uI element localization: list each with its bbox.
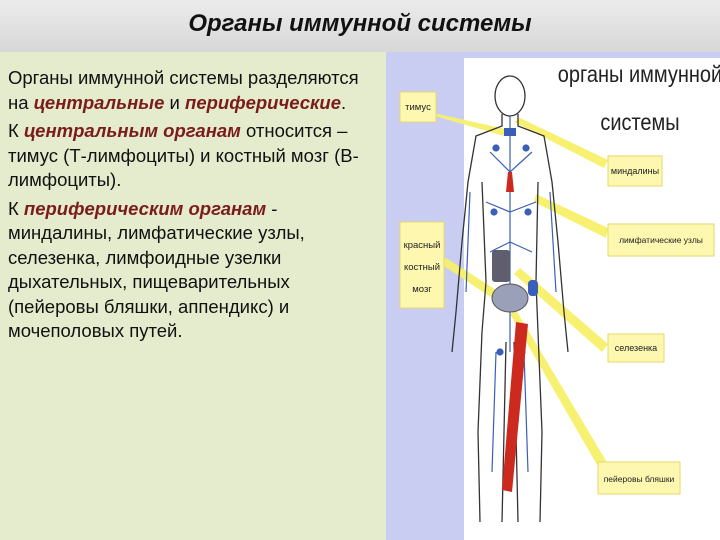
text-run: относится – тимус (Т-лимфоциты) и костны… [8, 120, 359, 190]
text-run: Органы иммунной системы разделяются на [8, 67, 359, 113]
figure-heading-line2: системы [600, 109, 679, 136]
text-run: К [8, 197, 24, 219]
label-bone-marrow-2: костный [404, 262, 440, 273]
label-box-tonsils [607, 155, 663, 187]
lymph-vessels [465, 116, 557, 473]
label-thymus: тимус [405, 102, 431, 113]
label-box-peyer-patches [597, 461, 681, 495]
pointer-lymph-nodes [534, 194, 608, 238]
body-text: Органы иммунной системы разделяются на ц… [8, 66, 380, 348]
paragraph-peripheral-organs: К периферическим органам - миндалины, ли… [8, 197, 380, 344]
lymph-node [496, 348, 504, 356]
text-panel: Органы иммунной системы разделяются на ц… [0, 52, 386, 540]
femur-bone [502, 322, 528, 492]
pointer-peyer-patches [510, 310, 608, 470]
arms-outline [451, 114, 569, 353]
thymus-organ [504, 128, 516, 136]
lymph-node [492, 144, 500, 152]
label-box-spleen [607, 333, 665, 363]
label-box-bone-marrow [399, 221, 445, 309]
slide-title: Органы иммунной системы [188, 10, 532, 37]
label-bone-marrow-3: мозг [412, 284, 432, 295]
spleen-organ [528, 280, 538, 296]
text-run: . [341, 91, 347, 113]
lymph-node [522, 144, 530, 152]
lymph-node [490, 208, 498, 216]
immune-organs-illustration: органы иммунной системы [399, 58, 720, 540]
paragraph-central-organs: К центральным органам относится – тимус … [8, 119, 380, 193]
highlight-peripheral-organs: периферическим органам [23, 197, 267, 219]
label-peyer-patches: пейеровы бляшки [604, 474, 675, 484]
legs-torso-outline [477, 181, 543, 523]
highlight-central: центральные [33, 91, 165, 113]
highlight-central-organs: центральным органам [23, 120, 241, 141]
paragraph-classification: Органы иммунной системы разделяются на ц… [8, 66, 380, 115]
label-spleen: селезенка [615, 343, 657, 353]
label-bone-marrow-1: красный [404, 240, 441, 251]
pointer-tonsils [514, 118, 608, 168]
text-run: и [164, 91, 186, 113]
liver-organ [492, 250, 510, 282]
lymph-node [524, 208, 532, 216]
text-run: - миндалины, лимфатические узлы, селезен… [8, 197, 305, 342]
title-bar: Органы иммунной системы [0, 0, 720, 53]
label-tonsils: миндалины [611, 166, 659, 176]
figure-heading-line1: органы иммунной [558, 61, 720, 88]
figure-background-right [554, 58, 720, 540]
sternum-bone [506, 172, 514, 192]
organ-labels: тимус красный костный мозг миндалины лим… [399, 91, 715, 495]
label-lymph-nodes: лимфатические узлы [619, 235, 703, 245]
highlight-peripheral: периферические [185, 91, 342, 113]
illustration-panel: органы иммунной системы [386, 52, 720, 540]
text-run: К [8, 120, 24, 141]
label-box-lymph-nodes [607, 223, 715, 257]
label-box-thymus [399, 91, 437, 123]
intestine-organ [491, 283, 529, 313]
